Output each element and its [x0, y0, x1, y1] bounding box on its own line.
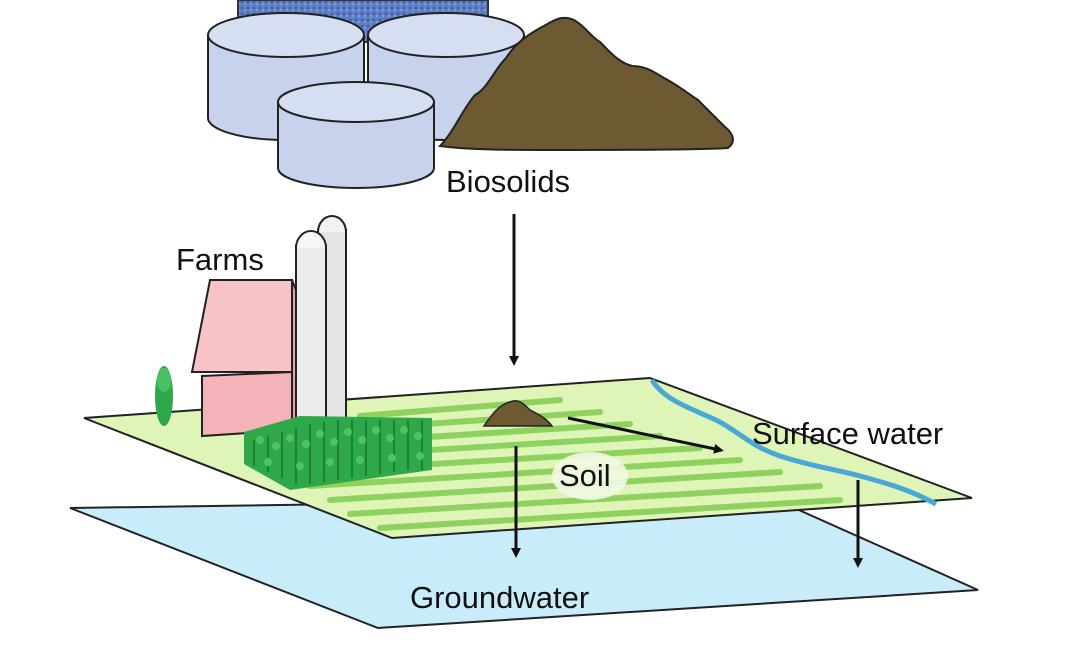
arrow-soil-to-surface-water: [567, 416, 724, 454]
flow-arrows: [509, 214, 863, 568]
label-groundwater: Groundwater: [410, 580, 589, 615]
label-surface-water: Surface water: [752, 416, 943, 451]
biosolids-pile: [437, 16, 734, 151]
farm: [155, 215, 432, 490]
crop-rows: [297, 397, 843, 531]
label-soil: Soil: [559, 458, 611, 493]
shrub: [155, 366, 173, 426]
soil-label-background: [552, 452, 628, 500]
label-farms: Farms: [176, 242, 264, 277]
storage-tank: [277, 81, 435, 189]
corn-crop: [244, 416, 432, 490]
label-biosolids: Biosolids: [446, 164, 570, 199]
soil-pile: [482, 399, 554, 427]
river: [649, 378, 938, 507]
barn: [190, 279, 301, 438]
silo: [295, 230, 327, 431]
